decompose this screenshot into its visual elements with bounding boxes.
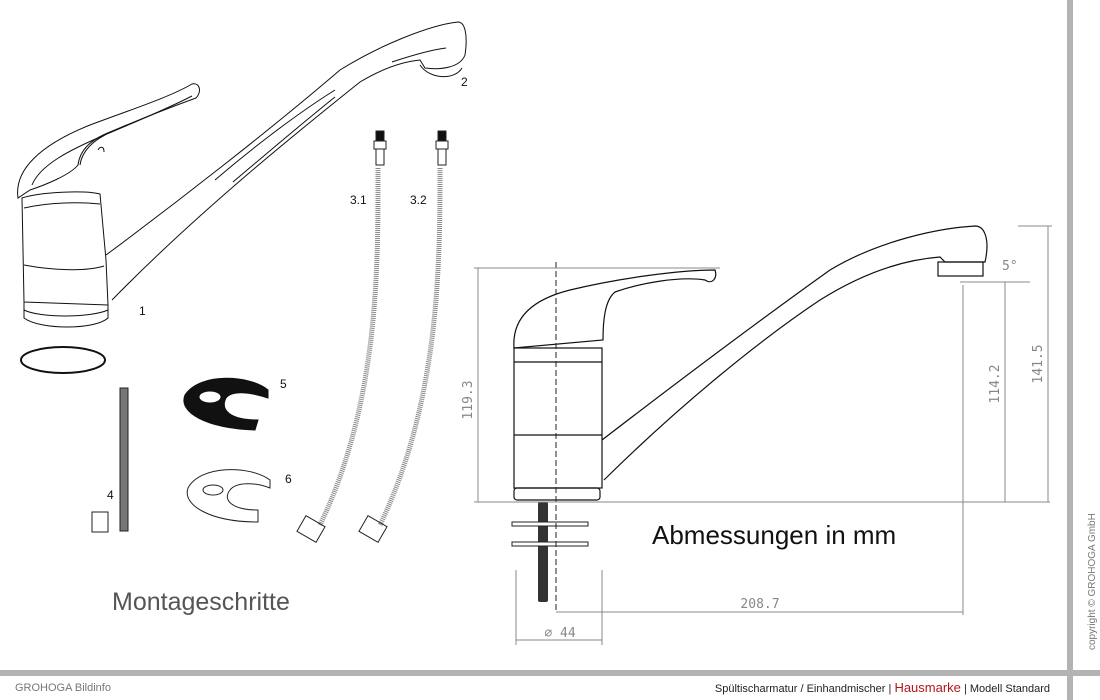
shank-drawing (538, 502, 548, 602)
footer-separator: | (963, 683, 967, 695)
threaded-rod-drawing (119, 387, 129, 532)
nut-drawing (91, 511, 109, 533)
o-ring (20, 346, 106, 374)
footer-separator: | (888, 683, 892, 695)
footer-product-info: Spültischarmatur / Einhandmischer | Haus… (715, 680, 1050, 695)
frame-horizontal-bar (0, 670, 1100, 676)
metal-washer-drawing (186, 469, 271, 523)
footer-source: GROHOGA Bildinfo (15, 682, 111, 694)
footer-product: Spültischarmatur / Einhandmischer (714, 683, 886, 695)
footer-model: Modell Standard (969, 683, 1050, 695)
part-label-5: 5 (280, 377, 287, 391)
frame-vertical-bar (1067, 0, 1073, 700)
hose-drawings (296, 130, 449, 543)
part-label-6: 6 (285, 472, 292, 486)
part-label-4: 4 (107, 488, 114, 502)
copyright-text: copyright © GROHOGA GmbH (1087, 513, 1098, 650)
part-label-2: 2 (461, 75, 468, 89)
part-label-3-1: 3.1 (350, 193, 367, 207)
rubber-washer-drawing (183, 377, 269, 431)
part-label-3-2: 3.2 (410, 193, 427, 207)
side-view-drawing (513, 225, 988, 501)
dimensions-title: Abmessungen in mm (652, 520, 897, 550)
footer-brand: Hausmarke (894, 680, 961, 695)
dimension-lines (474, 225, 1052, 645)
faucet-body-drawing (17, 21, 467, 328)
part-label-1: 1 (139, 304, 146, 318)
assembly-title: Montageschritte (112, 588, 290, 616)
